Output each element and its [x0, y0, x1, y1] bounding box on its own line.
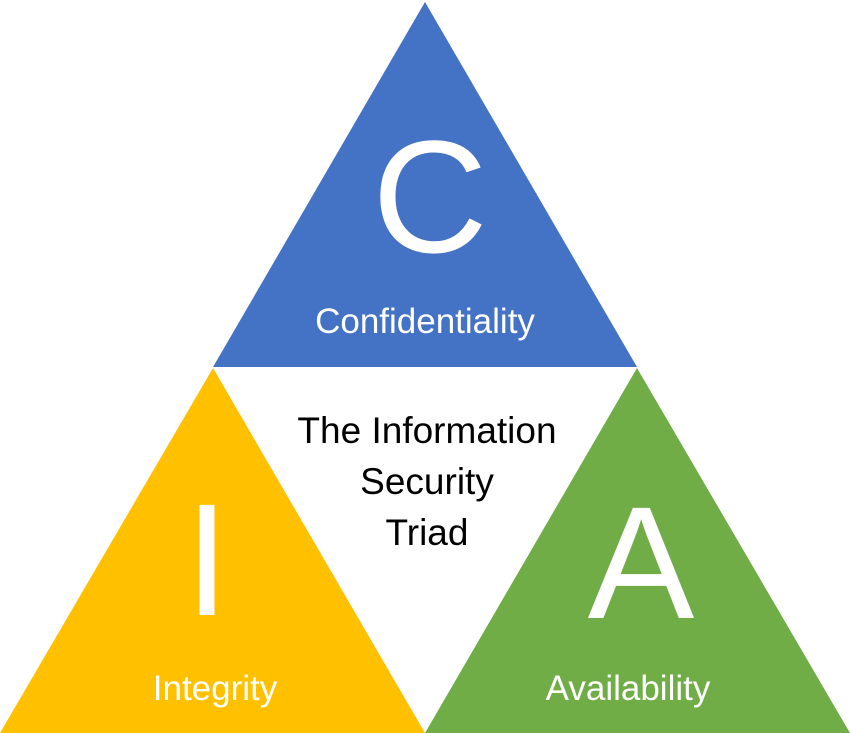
availability-label: Availability [546, 669, 711, 708]
availability-triangle [425, 368, 850, 733]
confidentiality-label: Confidentiality [315, 302, 535, 341]
center-text-line-3: Triad [386, 512, 469, 553]
integrity-letter: I [185, 470, 229, 649]
availability-letter: A [588, 473, 695, 652]
integrity-triangle [0, 368, 425, 733]
integrity-label: Integrity [153, 669, 278, 708]
confidentiality-triangle [213, 2, 637, 367]
confidentiality-letter: C [372, 107, 488, 286]
center-text-line-2: Security [360, 461, 494, 502]
center-text-line-1: The Information [297, 410, 556, 451]
